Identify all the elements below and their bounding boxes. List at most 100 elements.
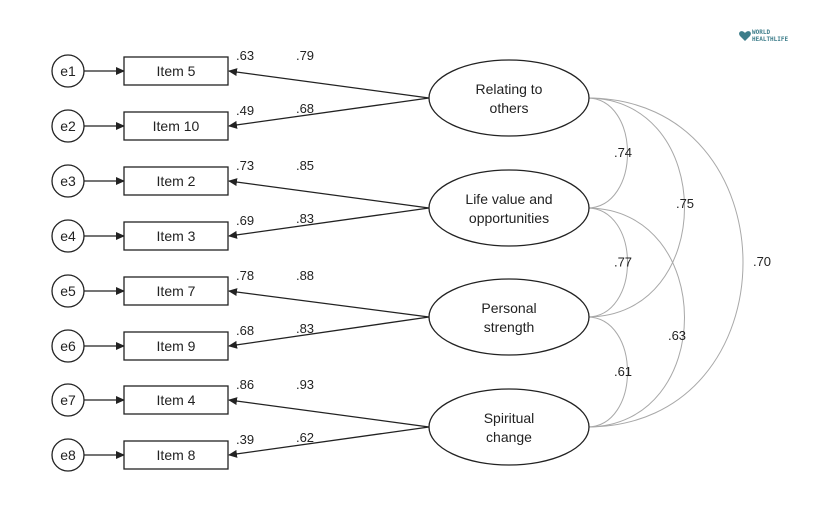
item-label: Item 4 — [157, 392, 196, 408]
loading-value: .79 — [296, 48, 314, 63]
correlation-arc: .77 — [586, 207, 632, 318]
factor-label-line1: Spiritual — [484, 410, 535, 426]
item-r2-value: .86 — [236, 377, 254, 392]
correlation-curve — [586, 97, 685, 318]
loading-arrow — [228, 97, 430, 129]
correlation-value: .70 — [753, 254, 771, 269]
item-box: Item 2 — [123, 166, 229, 196]
correlation-curve — [586, 316, 628, 428]
item-rect — [123, 111, 229, 141]
error-label: e5 — [60, 283, 76, 299]
error-term: e8 — [51, 438, 125, 472]
correlation-value: .74 — [614, 145, 632, 160]
factor-ellipse — [428, 169, 590, 247]
item-r2-value: .78 — [236, 268, 254, 283]
error-term: e4 — [51, 219, 125, 253]
correlation-value: .75 — [676, 196, 694, 211]
item-box: Item 10 — [123, 111, 229, 141]
correlation-curve — [586, 207, 628, 318]
error-term: e2 — [51, 109, 125, 143]
latent-factor: Life value and opportunities — [428, 169, 590, 247]
loading-arrow — [228, 397, 430, 428]
logo-line-2: HEALTHLIFE — [752, 36, 789, 43]
item-box: Item 7 — [123, 276, 229, 306]
loading-path: .88 — [228, 268, 430, 318]
item-box: Item 9 — [123, 331, 229, 361]
heart-leaf-icon — [739, 31, 751, 41]
factor-label-line2: opportunities — [469, 210, 549, 226]
error-terms: e1 e2 e3 e4 e5 e6 e7 e8 — [51, 54, 125, 472]
factor-label-line2: change — [486, 429, 532, 445]
loading-arrow — [228, 178, 430, 209]
correlation-arcs: .74.75.70.77.63.61 — [586, 97, 771, 428]
error-term: e6 — [51, 329, 125, 363]
factor-ellipse — [428, 278, 590, 356]
loading-path: .68 — [228, 97, 430, 129]
item-rect — [123, 385, 229, 415]
loading-arrow — [228, 288, 430, 318]
correlation-value: .77 — [614, 255, 632, 270]
item-r2-value: .69 — [236, 213, 254, 228]
loading-path: .83 — [228, 316, 430, 349]
error-term: e7 — [51, 383, 125, 417]
item-label: Item 5 — [157, 63, 196, 79]
correlation-arc: .70 — [586, 97, 771, 428]
correlation-arc: .75 — [586, 97, 694, 318]
error-term: e3 — [51, 164, 125, 198]
item-label: Item 9 — [157, 338, 196, 354]
loading-paths: .79 .68 .85 .83 .88 .83 .93 .62 — [228, 48, 430, 458]
item-r2-value: .49 — [236, 103, 254, 118]
correlation-value: .63 — [668, 328, 686, 343]
latent-factor: Relating to others — [428, 59, 590, 137]
item-r2-value: .63 — [236, 48, 254, 63]
error-label: e1 — [60, 63, 76, 79]
error-label: e6 — [60, 338, 76, 354]
error-term: e1 — [51, 54, 125, 88]
loading-path: .62 — [228, 426, 430, 458]
loading-value: .62 — [296, 430, 314, 445]
item-label: Item 8 — [157, 447, 196, 463]
item-r2-value: .68 — [236, 323, 254, 338]
loading-value: .83 — [296, 321, 314, 336]
item-rect — [123, 166, 229, 196]
logo-line-1: WORLD — [752, 29, 770, 36]
item-rect — [123, 440, 229, 470]
item-label: Item 2 — [157, 173, 196, 189]
factor-label-line1: Life value and — [465, 191, 552, 207]
error-label: e8 — [60, 447, 76, 463]
item-rect — [123, 276, 229, 306]
correlation-curve — [586, 207, 685, 428]
item-box: Item 3 — [123, 221, 229, 251]
correlation-curve — [586, 97, 628, 209]
correlation-arc: .63 — [586, 207, 686, 428]
item-rect — [123, 221, 229, 251]
factor-ellipse — [428, 59, 590, 137]
loading-value: .88 — [296, 268, 314, 283]
loading-path: .83 — [228, 207, 430, 239]
loading-value: .93 — [296, 377, 314, 392]
item-label: Item 7 — [157, 283, 196, 299]
loading-path: .79 — [228, 48, 430, 99]
item-label: Item 10 — [153, 118, 200, 134]
loading-value: .85 — [296, 158, 314, 173]
item-rect — [123, 331, 229, 361]
factor-label-line2: others — [490, 100, 529, 116]
item-r2-value: .39 — [236, 432, 254, 447]
loading-path: .93 — [228, 377, 430, 428]
factor-ellipse — [428, 388, 590, 466]
world-healthlife-logo: WORLD HEALTHLIFE — [739, 29, 789, 43]
loading-arrow — [228, 207, 430, 239]
item-label: Item 3 — [157, 228, 196, 244]
loading-value: .83 — [296, 211, 314, 226]
error-label: e2 — [60, 118, 76, 134]
loading-arrow — [228, 68, 430, 99]
item-box: Item 8 — [123, 440, 229, 470]
correlation-curve — [586, 97, 744, 428]
correlation-arc: .74 — [586, 97, 632, 209]
factor-label-line1: Relating to — [476, 81, 543, 97]
factor-label-line2: strength — [484, 319, 535, 335]
error-label: e7 — [60, 392, 76, 408]
